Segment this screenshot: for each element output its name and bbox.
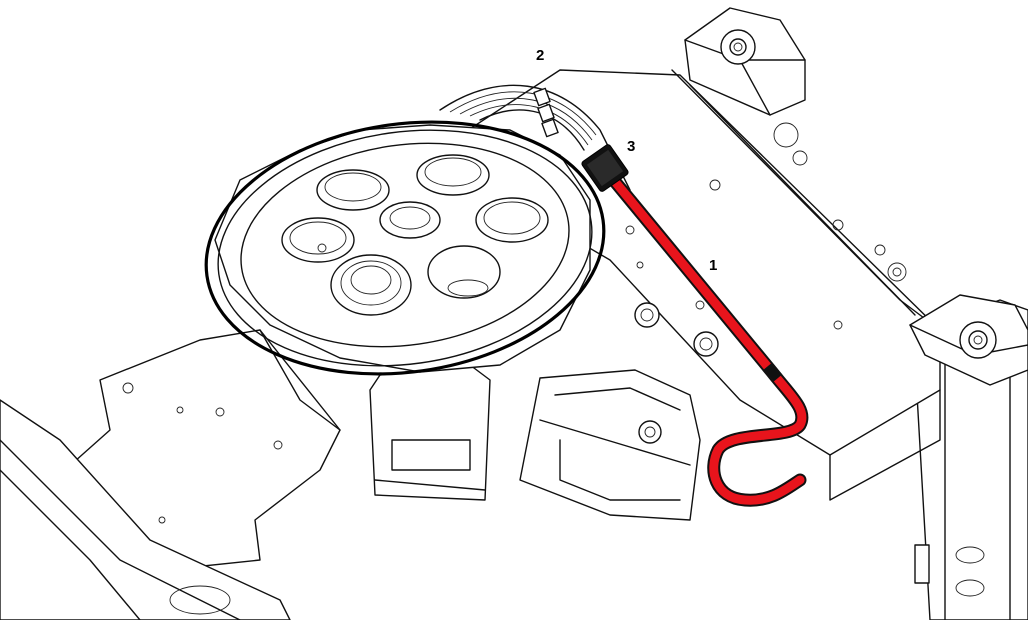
red-cable	[605, 171, 809, 507]
callout-label-2: 2	[536, 47, 545, 64]
corner-post-right	[909, 294, 1028, 386]
wheel-support-bracket	[369, 364, 491, 501]
ribbon-cable	[439, 84, 631, 191]
callout-label-3: 3	[627, 138, 636, 155]
black-connector	[581, 144, 629, 192]
lower-housing	[0, 399, 291, 621]
mount-screws	[634, 302, 719, 444]
corner-post-top	[684, 7, 806, 116]
frame-hole	[773, 122, 799, 148]
callout-label-1: 1	[709, 257, 718, 274]
red-cable-core	[607, 173, 807, 505]
connector-tray	[519, 369, 701, 521]
filter-wheel	[204, 120, 606, 376]
